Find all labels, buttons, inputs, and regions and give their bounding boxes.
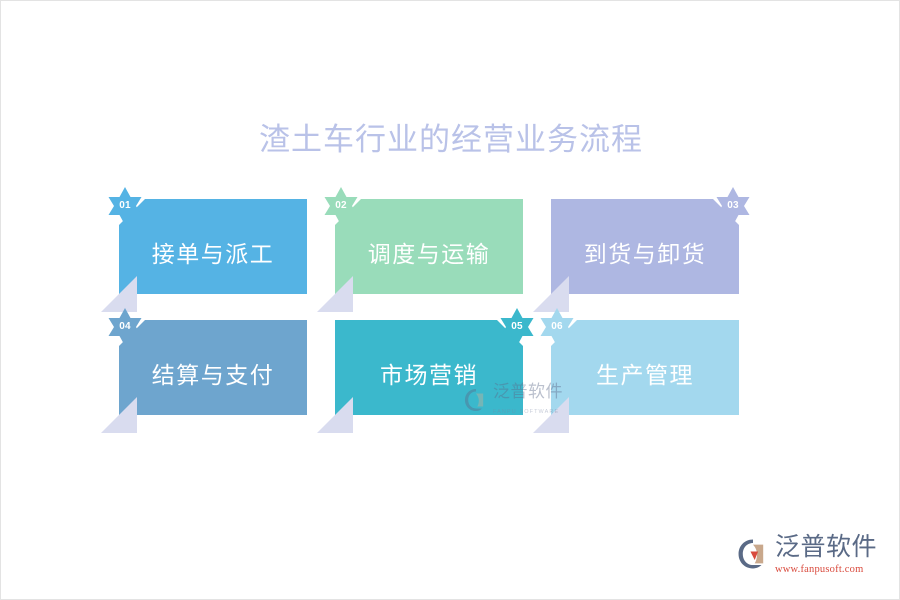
flow-step-number: 06 xyxy=(551,321,563,332)
flow-step-badge: 01 xyxy=(105,186,145,226)
flow-step-badge: 02 xyxy=(321,186,361,226)
page-title: 渣土车行业的经营业务流程 xyxy=(259,122,643,157)
flow-step-label: 市场营销 xyxy=(380,361,478,388)
flow-step-number: 02 xyxy=(335,200,347,211)
flow-card-body xyxy=(119,320,307,415)
logo-text: 泛普软件 www.fanpusoft.com xyxy=(775,535,877,576)
flow-card-body xyxy=(551,199,739,294)
flow-step-card[interactable]: 02 调度与运输 xyxy=(317,187,523,312)
flow-step-card[interactable]: 06 生产管理 xyxy=(533,308,739,433)
logo-url: www.fanpusoft.com xyxy=(774,564,864,575)
flow-step-badge: 04 xyxy=(105,307,145,347)
flow-step-card[interactable]: 05 市场营销 xyxy=(317,308,534,433)
flow-card-body xyxy=(335,320,523,415)
flow-step-badge: 05 xyxy=(497,307,537,347)
six-point-star-icon xyxy=(108,308,142,346)
six-point-star-icon xyxy=(540,308,574,346)
business-flow-diagram: 01 接单与派工 02 调度与运输 03 到货与卸货 04 结算与支付 05 市场营销 06 生产管理 xyxy=(101,187,750,439)
flow-step-label: 到货与卸货 xyxy=(583,240,707,267)
flow-step-number: 04 xyxy=(119,321,131,332)
flow-card-body xyxy=(119,199,307,294)
flow-card-body xyxy=(551,320,739,415)
flow-step-label: 结算与支付 xyxy=(151,361,275,388)
flow-step-label: 生产管理 xyxy=(596,361,694,388)
flow-step-card[interactable]: 04 结算与支付 xyxy=(101,308,307,433)
flow-step-label: 接单与派工 xyxy=(151,240,275,267)
six-point-star-icon xyxy=(716,187,750,225)
flow-step-badge: 06 xyxy=(537,307,577,347)
corner-logo: 泛普软件 www.fanpusoft.com xyxy=(736,535,877,581)
flow-step-card[interactable]: 03 到货与卸货 xyxy=(533,187,750,312)
six-point-star-icon xyxy=(324,187,358,225)
flow-step-number: 03 xyxy=(727,200,739,211)
flow-step-card[interactable]: 01 接单与派工 xyxy=(101,187,307,312)
six-point-star-icon xyxy=(500,308,534,346)
fanpu-logo-mark-icon xyxy=(736,537,770,571)
flow-step-number: 01 xyxy=(119,200,131,211)
flow-card-body xyxy=(335,199,523,294)
flow-step-badge: 03 xyxy=(713,186,753,226)
logo-name-cn: 泛普软件 xyxy=(774,533,877,561)
flow-step-number: 05 xyxy=(511,321,523,332)
six-point-star-icon xyxy=(108,187,142,225)
flow-step-label: 调度与运输 xyxy=(367,240,491,267)
